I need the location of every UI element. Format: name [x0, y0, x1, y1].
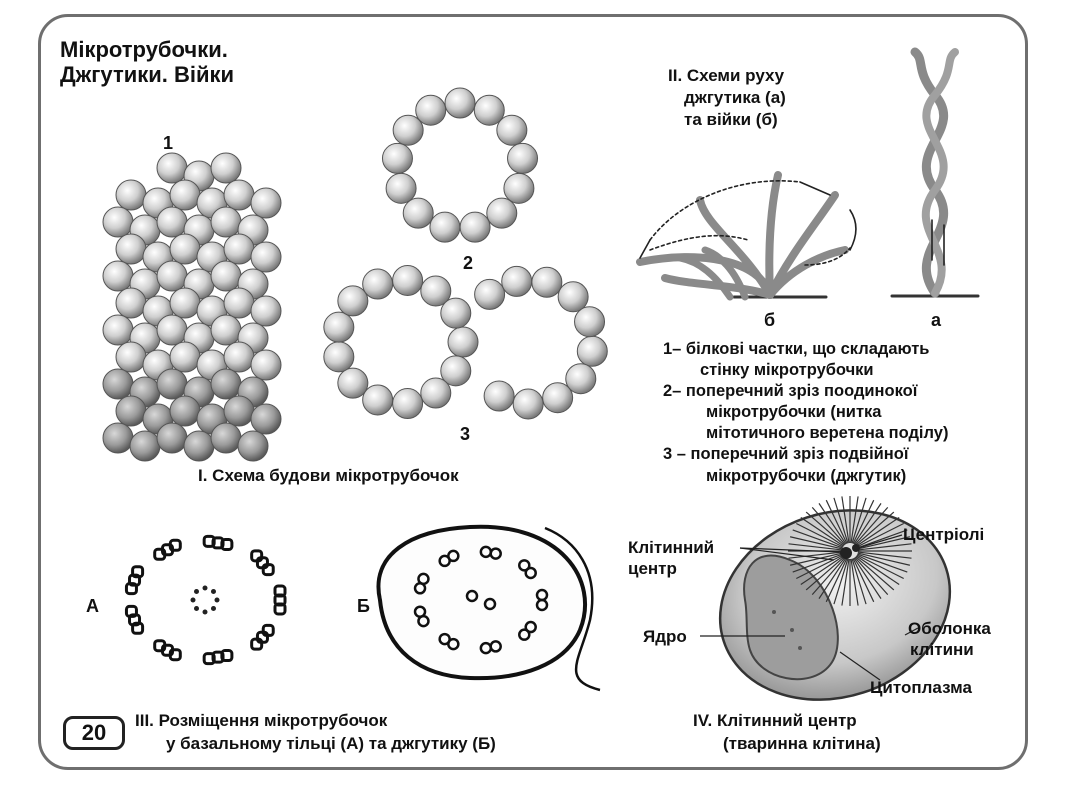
section4-caption-line2: (тваринна клітина): [723, 734, 881, 753]
label-centrioles: Центріолі: [903, 525, 985, 544]
cilium-motion-diagram: [636, 171, 857, 301]
label-cell-center-line2: центр: [628, 559, 677, 578]
section2-caption-line2: джгутика (а): [684, 88, 786, 107]
legend-item2-line2: мікротрубочки (нитка: [706, 403, 882, 421]
label-1: 1: [163, 133, 174, 153]
label-2: 2: [463, 253, 474, 273]
flagellum-cross-section: [376, 524, 601, 692]
legend-item1-line2: стінку мікротрубочки: [700, 361, 874, 379]
label-membrane-line1: Оболонка: [908, 619, 991, 638]
label-A: А: [86, 596, 99, 616]
double-microtubule-cross-section: [323, 264, 608, 420]
basal-body-cross-section: [124, 534, 287, 666]
section3-caption-line1: ІІІ. Розміщення мікротрубочок: [135, 711, 388, 730]
label-B: Б: [357, 596, 370, 616]
label-membrane-line2: клітини: [910, 640, 974, 659]
legend-item2-line1: 2– поперечний зріз поодинокої: [663, 382, 918, 400]
section2-caption-line1: ІІ. Схеми руху: [668, 66, 785, 85]
section1-caption: І. Схема будови мікротрубочок: [198, 466, 459, 485]
label-3: 3: [460, 424, 471, 444]
page-title-line2: Джгутики. Війки: [60, 62, 235, 87]
flagellum-motion-diagram: [890, 47, 980, 298]
label-cytoplasm: Цитоплазма: [870, 678, 972, 697]
legend-item2-line3: мітотичного веретена поділу): [706, 424, 949, 442]
label-cell-center-line1: Клітинний: [628, 538, 715, 557]
label-nucleus: Ядро: [643, 627, 687, 646]
microtubule-column-diagram: [102, 152, 282, 462]
section4-caption-line1: IV. Клітинний центр: [693, 711, 857, 730]
legend-item3-line1: 3 – поперечний зріз подвійної: [663, 445, 909, 463]
section2-caption-line3: та війки (б): [684, 110, 778, 129]
page-number-badge: 20: [63, 716, 125, 750]
label-b: б: [764, 310, 776, 330]
animal-cell-diagram: [700, 496, 952, 701]
single-microtubule-cross-section: [381, 87, 539, 243]
section3-caption-line2: у базальному тільці (А) та джгутику (Б): [166, 734, 496, 753]
page-title-line1: Мікротрубочки.: [60, 37, 228, 62]
legend-item1-line1: 1– білкові частки, що складають: [663, 340, 930, 358]
label-a: а: [931, 310, 942, 330]
legend-item3-line2: мікротрубочки (джгутик): [706, 467, 907, 485]
